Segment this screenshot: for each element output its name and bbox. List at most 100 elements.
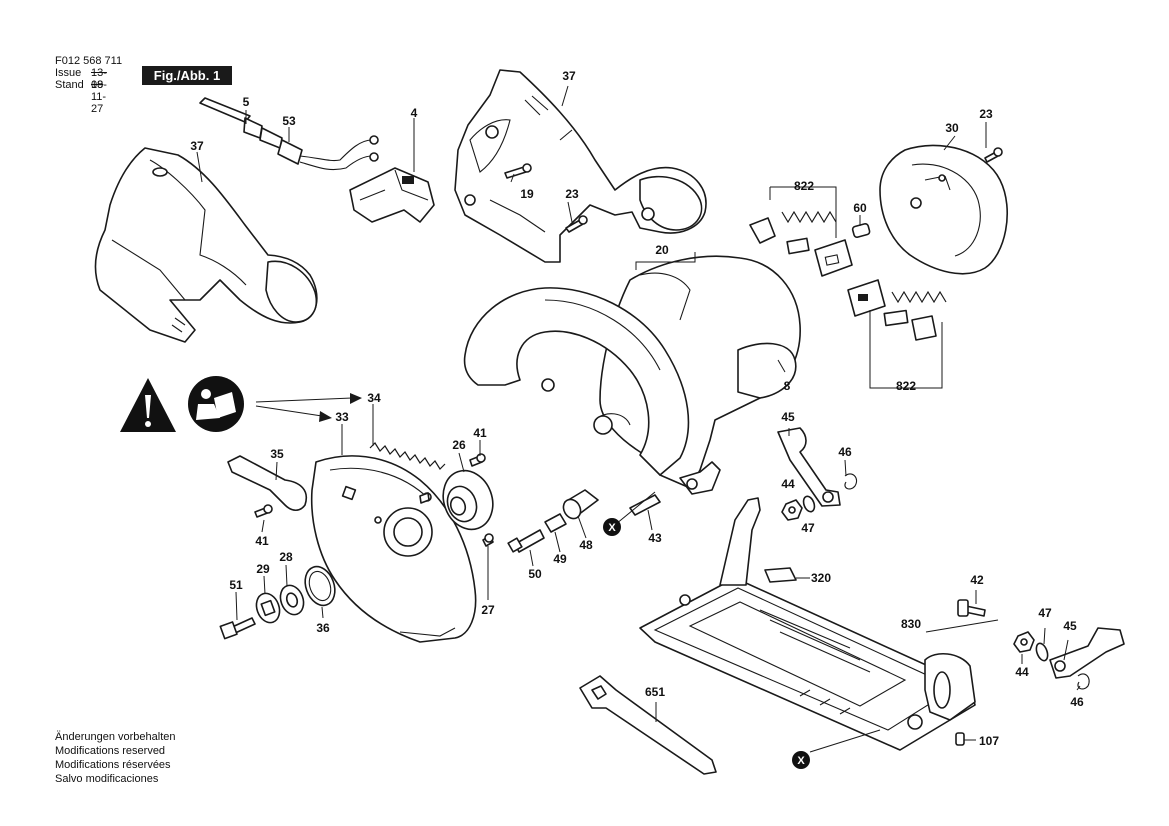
leader-lines (196, 85, 1081, 753)
bolt-42 (957, 599, 986, 617)
issue-old-date: 13-08 (91, 67, 107, 91)
stand-row: Stand 19-11-27 (55, 79, 107, 115)
callout-320: 320 (811, 571, 831, 585)
clip-46-lower (1077, 673, 1090, 690)
washer-28 (279, 584, 305, 616)
callout-45-upper: 45 (781, 410, 795, 424)
callout-830: 830 (901, 617, 921, 631)
screw-41-lever (254, 504, 273, 518)
lever-45-upper (777, 427, 841, 507)
callout-46-upper: 46 (838, 445, 852, 459)
modification-notes: Änderungen vorbehalten Modifications res… (55, 730, 175, 786)
washer-47-upper (802, 495, 816, 513)
depth-bracket (719, 497, 761, 586)
callout-26: 26 (452, 438, 466, 452)
callout-51: 51 (229, 578, 243, 592)
callout-numbers: 5 53 4 37 37 19 23 23 30 60 822 822 20 8… (190, 69, 1084, 748)
handle-half-right (454, 69, 707, 263)
callout-29: 29 (256, 562, 270, 576)
callout-33: 33 (335, 410, 349, 424)
base-plate (639, 577, 976, 751)
power-cord (199, 97, 283, 149)
screw-41-guard (419, 492, 432, 504)
screw-23-handle (565, 215, 588, 233)
bushing-49 (544, 513, 567, 533)
cord-grommet (277, 135, 379, 171)
callout-41-flange: 41 (473, 426, 487, 440)
nut-44-lower (1013, 631, 1035, 653)
issue-label: Issue (55, 67, 82, 79)
note-en: Modifications reserved (55, 745, 166, 757)
callout-822-lower: 822 (896, 379, 916, 393)
callout-30: 30 (945, 121, 959, 135)
set-screw-107 (955, 732, 965, 746)
screw-23-cap (984, 147, 1003, 163)
callout-36: 36 (316, 621, 330, 635)
callout-47-lower: 47 (1038, 606, 1052, 620)
front-bracket (924, 653, 976, 721)
lever-35 (227, 455, 307, 512)
blade-guard (463, 287, 721, 495)
part-number: F012 568 711 (55, 55, 123, 67)
callout-28: 28 (279, 550, 293, 564)
washer-29 (255, 592, 281, 624)
clip-46-upper (844, 473, 858, 490)
screw-41-flange (469, 453, 486, 467)
bushing-48 (562, 489, 599, 520)
callout-49: 49 (553, 552, 567, 566)
callout-4: 4 (411, 106, 418, 120)
callout-47-upper: 47 (801, 521, 815, 535)
note-de: Änderungen vorbehalten (55, 731, 176, 743)
callout-37-left: 37 (190, 139, 204, 153)
warning-triangle-icon (120, 378, 176, 432)
bolt-50 (507, 529, 545, 553)
pin-43 (629, 494, 661, 516)
note-fr: Modifications réservées (55, 759, 171, 771)
brush-cap (879, 144, 1008, 275)
callout-35: 35 (270, 447, 284, 461)
bolt-51 (219, 617, 256, 640)
flange-26 (442, 469, 494, 531)
callout-19: 19 (520, 187, 534, 201)
callout-20: 20 (655, 243, 669, 257)
callout-42: 42 (970, 573, 984, 587)
callout-60: 60 (853, 201, 867, 215)
handle-half-left (94, 147, 318, 343)
callout-53: 53 (282, 114, 296, 128)
callout-43: 43 (648, 531, 662, 545)
callout-23-handle: 23 (565, 187, 579, 201)
callout-34: 34 (367, 391, 381, 405)
read-manual-icon (188, 376, 244, 432)
bracket-lines (635, 186, 943, 389)
marker-x-upper: X (603, 518, 621, 536)
nut-44-upper (781, 499, 803, 521)
return-spring (369, 442, 446, 470)
issue-row: Issue 13-08 (55, 67, 107, 91)
screw-27 (482, 533, 494, 547)
brush-set-upper (749, 210, 853, 277)
marker-x-lower: X (792, 751, 810, 769)
issue-new-date: 19-11-27 (91, 79, 107, 115)
lower-blade-guard (310, 455, 477, 643)
callout-45-lower: 45 (1063, 619, 1077, 633)
callout-37-right: 37 (562, 69, 576, 83)
stand-label: Stand (55, 79, 84, 91)
switch (349, 167, 435, 223)
ring-36 (304, 565, 336, 607)
motor-housing (599, 255, 801, 489)
lever-45-lower (1049, 627, 1125, 679)
warning-arrows (255, 393, 362, 422)
brush-pin-60 (851, 222, 871, 238)
wrench-651 (579, 675, 717, 775)
note-es: Salvo modificaciones (55, 773, 159, 785)
callout-23-cap: 23 (979, 107, 993, 121)
callout-8: 8 (784, 379, 791, 393)
screw-19 (504, 163, 532, 179)
marker-x-lower-label: X (797, 755, 805, 767)
callout-41-lever: 41 (255, 534, 269, 548)
callout-46-lower: 46 (1070, 695, 1084, 709)
callout-50: 50 (528, 567, 542, 581)
callout-107: 107 (979, 734, 999, 748)
callout-44-lower: 44 (1015, 665, 1029, 679)
